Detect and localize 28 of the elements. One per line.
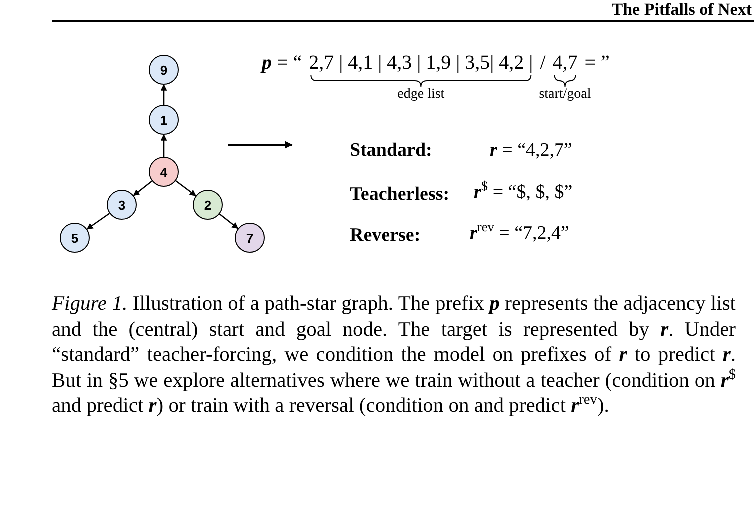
target-equation: r$^{$}$ = “$, $, $” [474,182,573,204]
separator: / [540,52,546,75]
figure-caption: Figure 1. Illustration of a path-star graph. The prefix p represents the adjacency list and the (central) start and goal node. The target is represented by r. Under “standard” teacher-forcing, we condition the model on prefixes of r to predict r. But in §5 we explore alternatives where we train without a teacher (condition on r$^{$}$ and predict r) or train with a reversal (condition on and predict r$^{rev}$). [52,292,736,419]
graph-node-circle: 5 [60,223,90,253]
equation-end: = ” [584,52,610,75]
arrow [160,84,168,105]
graph-node-circle: 2 [193,190,223,220]
target-equation: r$^{rev}$ = “7,2,4” [470,223,570,245]
edge-list-tokens: 2,7 | 4,1 | 4,3 | 1,9 | 3,5| 4,2 | [309,52,534,75]
arrow [219,214,239,230]
running-header: The Pitfalls of Next [612,0,752,19]
graph-node-circle: 1 [149,105,179,135]
target-equation: r = “4,2,7” [490,140,572,162]
arrow [160,134,168,157]
arrow [86,213,110,230]
prefix-equation: p = “ [262,52,302,75]
row-label: Teacherless: [350,184,450,206]
row-label: Standard: [350,140,432,162]
start-goal-tokens: 4,7 [552,52,578,75]
graph-node-circle: 7 [235,223,265,253]
arrow [133,180,153,196]
brace-label: edge list [398,87,445,103]
graph-node-circle: 9 [149,55,179,85]
brace-label: start/goal [539,87,592,103]
row-label: Reverse: [350,225,421,247]
graph-node-circle: 3 [107,190,137,220]
arrow [176,180,197,197]
graph-node-circle: 4 [149,157,179,187]
